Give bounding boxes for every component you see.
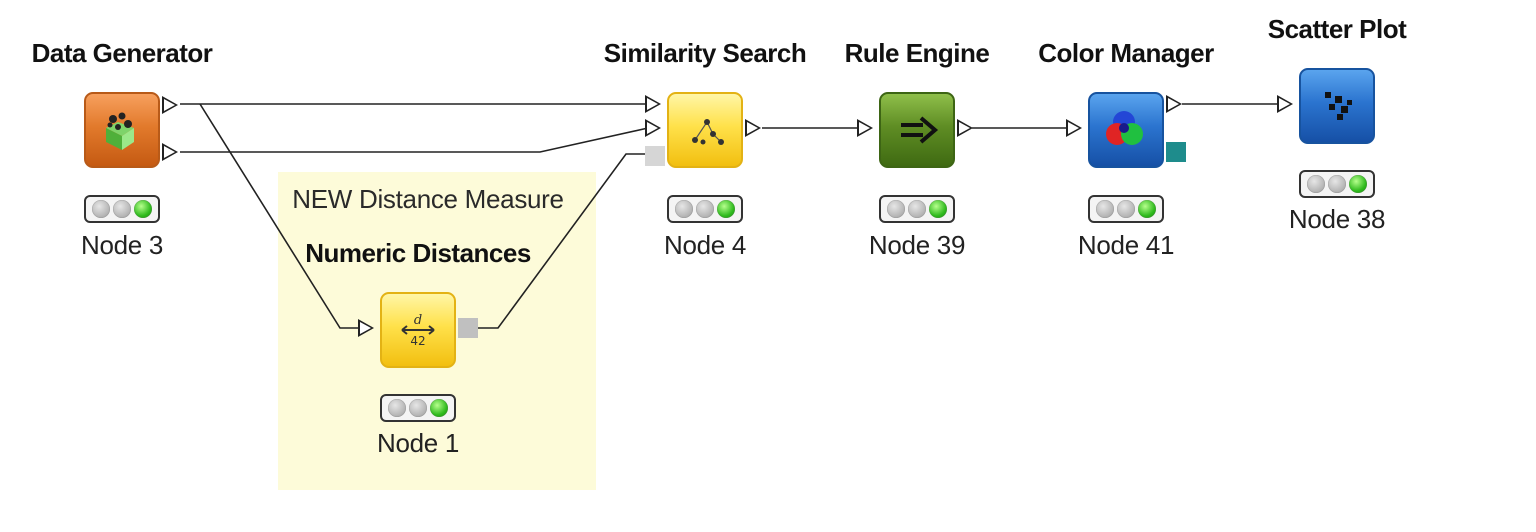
- node-numeric-distances[interactable]: d 42: [380, 292, 456, 368]
- node-color-manager[interactable]: [1088, 92, 1164, 168]
- node-similarity-search[interactable]: [667, 92, 743, 168]
- status-light-red: [1096, 200, 1114, 218]
- output-port-similarity-search[interactable]: [745, 119, 761, 137]
- node-label-4: Node 4: [663, 230, 747, 260]
- status-light-green: [1349, 175, 1367, 193]
- status-light-green: [1138, 200, 1156, 218]
- status-light-yellow: [409, 399, 427, 417]
- distance-icon: d 42: [401, 313, 435, 348]
- status-light-yellow: [908, 200, 926, 218]
- status-lights-node-41: [1088, 195, 1164, 223]
- connection-datagen-to-distances: [199, 103, 358, 329]
- status-light-red: [887, 200, 905, 218]
- svg-text:42: 42: [410, 334, 425, 348]
- status-lights-node-39: [879, 195, 955, 223]
- node-label-41: Node 41: [1077, 230, 1175, 260]
- output-port-color-model[interactable]: [1166, 142, 1186, 162]
- status-light-yellow: [1117, 200, 1135, 218]
- node-title-color-manager: Color Manager: [1038, 38, 1214, 68]
- rule-arrow-icon: [901, 116, 939, 144]
- node-title-data-generator: Data Generator: [31, 38, 213, 68]
- output-port-color-manager[interactable]: [1166, 95, 1182, 113]
- connection-datagen-to-similarity-2: [180, 127, 649, 153]
- status-light-yellow: [696, 200, 714, 218]
- input-port-rule-engine[interactable]: [857, 119, 873, 137]
- similarity-search-icon: [692, 119, 724, 145]
- status-lights-node-38: [1299, 170, 1375, 198]
- output-port-rule-engine[interactable]: [957, 119, 973, 137]
- status-light-red: [1307, 175, 1325, 193]
- node-label-1: Node 1: [376, 428, 460, 458]
- data-generator-icon: [106, 112, 134, 150]
- output-port-data-generator-2[interactable]: [162, 143, 178, 161]
- status-light-yellow: [1328, 175, 1346, 193]
- output-port-distance-measure[interactable]: [458, 318, 478, 338]
- node-title-scatter-plot: Scatter Plot: [1267, 14, 1407, 44]
- status-lights-node-4: [667, 195, 743, 223]
- status-light-red: [675, 200, 693, 218]
- status-light-red: [388, 399, 406, 417]
- input-port-distance-measure[interactable]: [645, 146, 665, 166]
- node-scatter-plot[interactable]: [1299, 68, 1375, 144]
- input-port-color-manager[interactable]: [1066, 119, 1082, 137]
- node-label-38: Node 38: [1288, 204, 1386, 234]
- node-label-3: Node 3: [80, 230, 164, 260]
- status-light-yellow: [113, 200, 131, 218]
- status-light-green: [929, 200, 947, 218]
- input-port-similarity-search-2[interactable]: [645, 119, 661, 137]
- input-port-similarity-search-1[interactable]: [645, 95, 661, 113]
- node-rule-engine[interactable]: [879, 92, 955, 168]
- svg-text:d: d: [414, 313, 422, 328]
- input-port-scatter-plot[interactable]: [1277, 95, 1293, 113]
- node-data-generator[interactable]: [84, 92, 160, 168]
- annotation-text: NEW Distance Measure: [292, 184, 564, 214]
- status-light-red: [92, 200, 110, 218]
- node-title-numeric-distances: Numeric Distances: [305, 238, 531, 268]
- status-lights-node-1: [380, 394, 456, 422]
- color-circles-icon: [1106, 111, 1143, 145]
- status-light-green: [134, 200, 152, 218]
- input-port-numeric-distances[interactable]: [358, 319, 374, 337]
- node-title-similarity-search: Similarity Search: [603, 38, 807, 68]
- connection-distances-to-similarity: [478, 153, 648, 329]
- status-lights-node-3: [84, 195, 160, 223]
- node-title-rule-engine: Rule Engine: [844, 38, 990, 68]
- scatter-plot-icon: [1325, 92, 1352, 120]
- output-port-data-generator-1[interactable]: [162, 96, 178, 114]
- node-label-39: Node 39: [868, 230, 966, 260]
- status-light-green: [430, 399, 448, 417]
- status-light-green: [717, 200, 735, 218]
